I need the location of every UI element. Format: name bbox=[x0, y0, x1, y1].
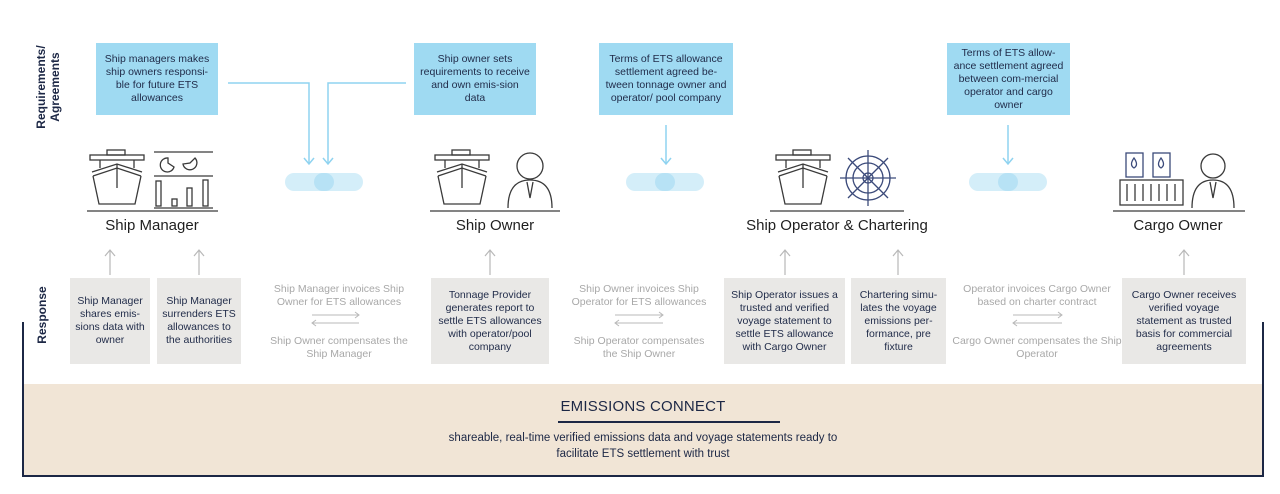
requirement-box-operator-cargo: Terms of ETS allow-ance settlement agree… bbox=[947, 43, 1070, 115]
exchange-arrows bbox=[311, 311, 1063, 327]
agreement-node-dot bbox=[314, 173, 334, 191]
requirement-box-ship-owner: Ship owner sets requirements to receive … bbox=[414, 43, 536, 115]
response-box-sm-surrenders: Ship Manager surrenders ETS allowances t… bbox=[157, 278, 241, 364]
person-icon bbox=[1191, 153, 1235, 209]
connector-lines bbox=[228, 82, 1014, 166]
response-text: Ship Operator issues a trusted and verif… bbox=[731, 288, 838, 353]
response-box-chartering: Chartering simu-lates the voyage emissio… bbox=[851, 278, 946, 364]
requirement-text: Ship owner sets requirements to receive … bbox=[420, 53, 530, 104]
response-box-cargo-receives: Cargo Owner receives verified voyage sta… bbox=[1122, 278, 1246, 364]
response-text: Cargo Owner receives verified voyage sta… bbox=[1131, 288, 1237, 353]
actor-label-cargo-owner: Cargo Owner bbox=[1133, 217, 1223, 234]
agreement-node-3 bbox=[969, 173, 1047, 191]
description-line-1: shareable, real-time verified emissions … bbox=[448, 432, 838, 444]
response-text: Chartering simu-lates the voyage emissio… bbox=[859, 288, 938, 353]
requirement-text: Terms of ETS allowance settlement agreed… bbox=[605, 53, 727, 104]
flow-compensate-3: Cargo Owner compensates the Ship Operato… bbox=[952, 335, 1122, 360]
emissions-connect-description: shareable, real-time verified emissions … bbox=[24, 430, 1262, 462]
frame-left-border bbox=[22, 322, 24, 476]
requirement-box-ship-manager: Ship managers makes ship owners responsi… bbox=[96, 43, 218, 115]
analytics-chart-icon bbox=[154, 151, 213, 209]
flow-invoice-3: Operator invoices Cargo Owner based on c… bbox=[963, 283, 1111, 308]
agreement-node-dot bbox=[998, 173, 1018, 191]
arrow-head-tonnage bbox=[660, 157, 672, 166]
response-text: Ship Manager surrenders ETS allowances t… bbox=[162, 295, 236, 346]
agreement-node-1 bbox=[285, 173, 363, 191]
flow-compensate-1: Ship Owner compensates the Ship Manager bbox=[270, 335, 408, 360]
frame-bottom-border bbox=[22, 475, 1264, 477]
response-box-operator-issues: Ship Operator issues a trusted and verif… bbox=[724, 278, 845, 364]
ship-wheel-icon bbox=[840, 150, 896, 206]
response-text: Tonnage Provider generates report to set… bbox=[438, 288, 542, 353]
agreement-node-dot bbox=[655, 173, 675, 191]
requirement-text: Terms of ETS allow-ance settlement agree… bbox=[953, 46, 1064, 111]
arrow-head-cargo bbox=[1002, 157, 1014, 166]
arrow-head-left bbox=[303, 157, 315, 166]
requirement-text: Ship managers makes ship owners responsi… bbox=[104, 53, 210, 104]
actor-label-ship-operator: Ship Operator & Chartering bbox=[746, 217, 928, 234]
connector-ship-owner bbox=[327, 82, 406, 163]
agreement-node-2 bbox=[626, 173, 704, 191]
response-box-sm-shares: Ship Manager shares emis-sions data with… bbox=[70, 278, 150, 364]
frame-right-border bbox=[1262, 322, 1264, 476]
requirement-box-tonnage-operator: Terms of ETS allowance settlement agreed… bbox=[599, 43, 733, 115]
response-text: Ship Manager shares emis-sions data with… bbox=[75, 295, 145, 346]
actor-icons bbox=[87, 149, 1245, 212]
flow-compensate-2: Ship Operator compensates the Ship Owner bbox=[573, 335, 705, 360]
cargo-container-icon bbox=[1119, 152, 1184, 206]
actor-label-ship-owner: Ship Owner bbox=[455, 217, 535, 234]
flow-invoice-1: Ship Manager invoices Ship Owner for ETS… bbox=[273, 283, 405, 308]
emissions-connect-title: EMISSIONS CONNECT bbox=[560, 398, 726, 415]
response-box-tonnage-provider: Tonnage Provider generates report to set… bbox=[431, 278, 549, 364]
connector-ship-manager bbox=[228, 82, 310, 163]
arrow-head-right bbox=[322, 157, 334, 166]
description-line-2: facilitate ETS settlement with trust bbox=[556, 448, 730, 460]
response-arrows bbox=[104, 249, 1190, 275]
title-underline bbox=[558, 421, 780, 423]
actor-label-ship-manager: Ship Manager bbox=[105, 217, 199, 234]
person-icon bbox=[507, 152, 553, 209]
flow-invoice-2: Ship Owner invoices Ship Operator for ET… bbox=[571, 283, 707, 308]
emissions-connect-panel: EMISSIONS CONNECT shareable, real-time v… bbox=[24, 384, 1262, 475]
